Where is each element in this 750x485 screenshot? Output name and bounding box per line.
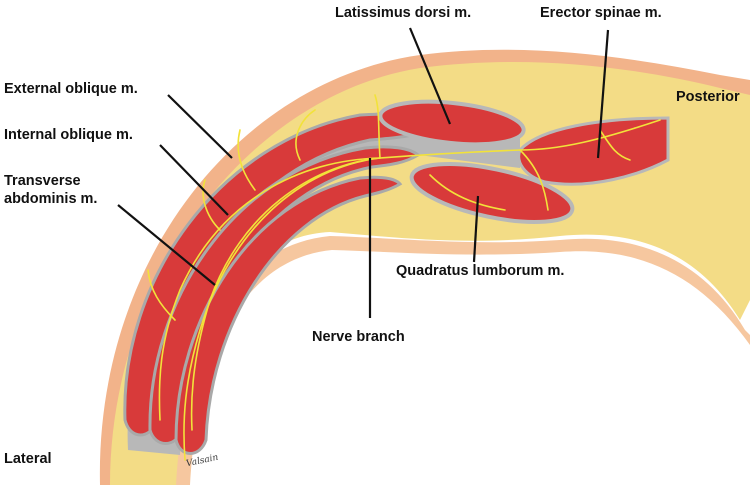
erector-spinae-muscle (517, 116, 670, 186)
label-external-oblique: External oblique m. (4, 81, 138, 97)
label-quadratus-lumborum: Quadratus lumborum m. (396, 263, 565, 279)
label-transverse-abdominis: Transverse abdominis m. (4, 173, 98, 207)
label-lateral: Lateral (4, 451, 52, 467)
label-internal-oblique: Internal oblique m. (4, 127, 133, 143)
abdominal-cavity (190, 250, 750, 485)
label-nerve-branch: Nerve branch (312, 329, 405, 345)
label-erector-spinae: Erector spinae m. (540, 5, 662, 21)
leader-lines (117, 27, 610, 318)
transverse-abdominis-muscle (174, 175, 403, 455)
leader-erector (596, 29, 610, 159)
leader-quadratus (472, 195, 480, 263)
nerve-network (147, 94, 661, 461)
leader-transverse (117, 204, 216, 286)
leader-internal-oblique (159, 144, 229, 216)
label-posterior: Posterior (676, 89, 740, 105)
leader-latissimus (408, 27, 452, 125)
label-latissimus-dorsi: Latissimus dorsi m. (335, 5, 472, 21)
latissimus-dorsi-muscle (378, 99, 526, 147)
quadratus-lumborum-muscle (409, 161, 575, 225)
leader-external-oblique (167, 94, 233, 159)
